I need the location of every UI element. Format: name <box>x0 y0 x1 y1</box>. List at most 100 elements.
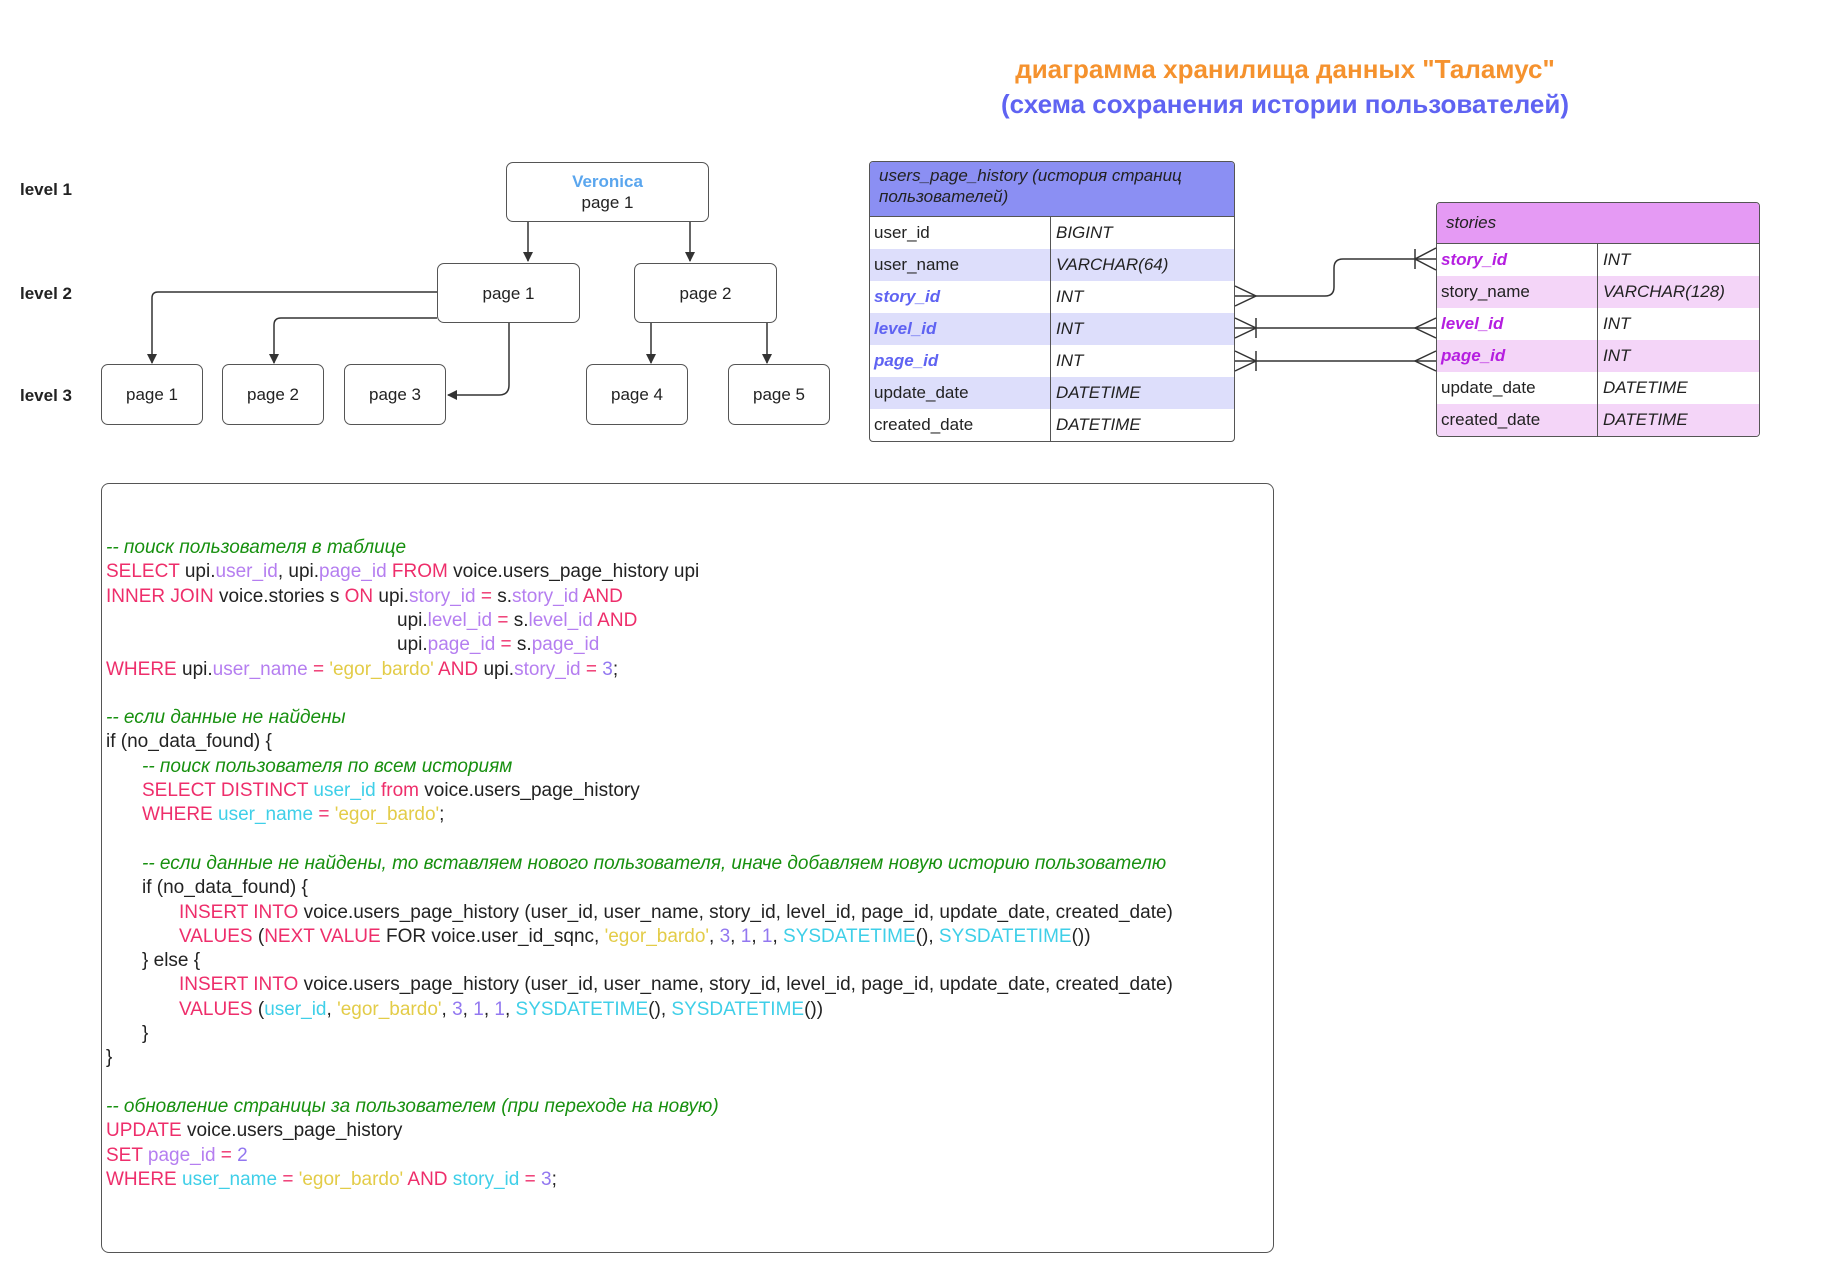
code-token: page_id <box>319 561 387 583</box>
code-token: if (no_data_found) { <box>106 731 272 753</box>
code-token: = <box>495 634 517 656</box>
code-token: , <box>772 925 784 947</box>
code-token: page_id <box>147 1144 216 1166</box>
code-line: VALUES (user_id, 'egor_bardo', 3, 1, 1, … <box>179 999 823 1021</box>
code-token: upi. <box>378 585 410 607</box>
code-token: user_name <box>182 1168 278 1190</box>
code-token: = <box>215 1144 238 1166</box>
code-line: VALUES (NEXT VALUE FOR voice.user_id_sqn… <box>179 926 1091 948</box>
edge-p1-l3p1 <box>147 291 437 364</box>
code-token: INNER JOIN <box>106 585 219 607</box>
code-token: SET <box>106 1144 148 1166</box>
column-type: INT <box>1056 287 1084 306</box>
code-token: (), <box>648 998 672 1020</box>
code-token: 3 <box>452 998 463 1020</box>
edge-p1-l3p3 <box>447 322 510 400</box>
code-token: , <box>504 998 516 1020</box>
code-token: 'egor_bardo' <box>329 658 434 680</box>
level2-node-1: page 1 <box>437 263 580 323</box>
code-token: 'egor_bardo' <box>334 804 440 826</box>
code-token: = <box>313 804 335 826</box>
code-token: voice.users_page_history upi <box>453 561 700 583</box>
code-token: = <box>580 658 603 680</box>
code-token: 3 <box>602 658 613 680</box>
code-token: FOR voice.user_id_sqnc, <box>385 925 605 947</box>
code-token: ; <box>551 1168 557 1190</box>
code-token: AND <box>403 1168 453 1190</box>
code-token: SELECT <box>106 561 185 583</box>
code-token: } <box>106 1047 113 1069</box>
crow-foot-page-stories <box>1413 350 1437 372</box>
code-token: (), <box>915 925 939 947</box>
code-token: -- если данные не найдены <box>106 707 346 729</box>
root-page-label: page 1 <box>581 193 634 212</box>
column-name: level_id <box>1437 308 1598 340</box>
code-line: INSERT INTO voice.users_page_history (us… <box>179 974 1173 996</box>
code-token: AND <box>592 609 638 631</box>
code-token: -- поиск пользователя по всем историям <box>142 755 513 777</box>
code-token: -- обновление страницы за пользователем … <box>106 1095 719 1117</box>
code-token: user_name <box>218 804 314 826</box>
code-token: ( <box>257 925 265 947</box>
code-token: story_id <box>514 658 581 680</box>
code-token: , <box>483 998 495 1020</box>
column-name: created_date <box>870 409 1051 441</box>
code-line: UPDATE voice.users_page_history <box>106 1120 402 1142</box>
column-name: story_name <box>1437 276 1598 308</box>
code-line: -- обновление страницы за пользователем … <box>106 1096 719 1118</box>
column-type: INT <box>1056 319 1084 338</box>
column-name: page_id <box>1437 340 1598 372</box>
node-label: page 1 <box>126 385 178 404</box>
code-token: , <box>441 998 453 1020</box>
code-token: SYSDATETIME <box>671 998 805 1020</box>
node-label: page 5 <box>753 385 805 404</box>
code-token: SYSDATETIME <box>938 925 1072 947</box>
code-token: 1 <box>494 998 505 1020</box>
code-line: -- если данные не найдены, то вставляем … <box>142 853 1166 875</box>
table-header: stories <box>1437 203 1759 244</box>
root-user-name: Veronica <box>572 172 643 191</box>
code-token: } <box>142 1023 149 1044</box>
one-many-story-stories <box>1413 247 1437 271</box>
column-name: update_date <box>870 377 1051 409</box>
one-many-level-history <box>1234 317 1258 339</box>
one-many-page-history <box>1234 350 1258 372</box>
code-token: s. <box>497 585 512 607</box>
code-token: s. <box>516 634 532 656</box>
code-token: 3 <box>540 1168 552 1190</box>
code-token: level_id <box>427 609 493 631</box>
code-token: , <box>326 998 338 1020</box>
code-token: story_id <box>409 585 476 607</box>
code-token: story_id <box>452 1168 520 1190</box>
diagram-subtitle: (схема сохранения истории пользователей) <box>1001 89 1569 119</box>
column-name: user_id <box>870 217 1051 249</box>
code-token: , <box>730 925 741 947</box>
code-line: WHERE user_name = 'egor_bardo'; <box>142 804 444 826</box>
code-token: if (no_data_found) { <box>142 877 308 899</box>
code-token: user_id <box>264 998 327 1020</box>
column-type: DATETIME <box>1603 410 1688 429</box>
level3-node-5: page 5 <box>728 364 830 425</box>
code-token: ON <box>344 585 379 607</box>
column-type: INT <box>1603 250 1631 269</box>
code-token: 2 <box>237 1144 248 1166</box>
code-token: = <box>277 1168 299 1190</box>
code-line: WHERE user_name = 'egor_bardo' AND story… <box>106 1169 557 1191</box>
code-token: VALUES <box>179 998 258 1020</box>
users-page-history-table: users_page_history (история страниц поль… <box>869 161 1235 442</box>
code-token: user_name <box>212 658 308 680</box>
node-label: page 3 <box>369 385 421 404</box>
column-name: story_id <box>870 281 1051 313</box>
code-line: } else { <box>142 950 200 972</box>
diagram-title: диаграмма хранилища данных "Таламус" <box>1015 54 1555 84</box>
code-token: 3 <box>719 925 731 947</box>
level3-node-1: page 1 <box>101 364 203 425</box>
code-token: = <box>492 609 514 631</box>
code-token: , upi. <box>277 561 320 583</box>
code-line: } <box>106 1047 112 1069</box>
code-token: = <box>519 1168 541 1190</box>
